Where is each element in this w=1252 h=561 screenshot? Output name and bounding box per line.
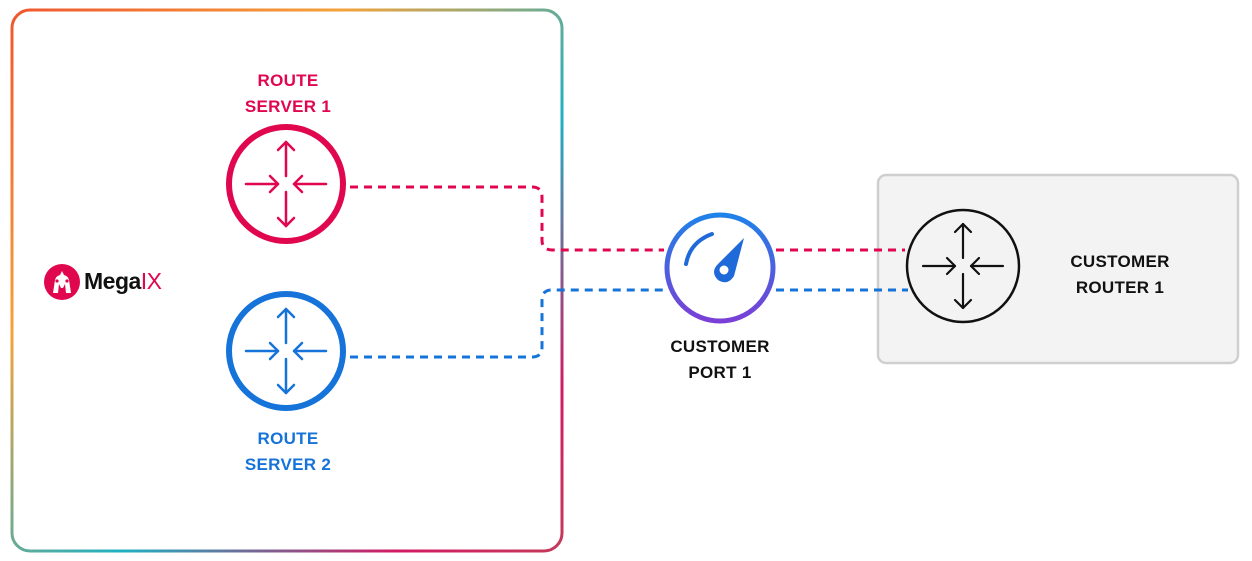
- logo-word-accent: IX: [140, 268, 162, 294]
- customer-port-1-label-line1: CUSTOMER: [670, 337, 770, 356]
- route-server-1-label-line1: ROUTE: [257, 71, 319, 90]
- link-route-server-1: [350, 185, 905, 252]
- route-server-2-label: ROUTE SERVER 2: [200, 426, 376, 478]
- route-server-2-label-line1: ROUTE: [257, 429, 319, 448]
- logo-word-main: Mega: [84, 268, 141, 294]
- megaport-logo-icon: [44, 264, 80, 300]
- customer-router-1-label-line1: CUSTOMER: [1070, 252, 1170, 271]
- customer-router-1-label: CUSTOMER ROUTER 1: [1040, 249, 1200, 301]
- route-server-1-label: ROUTE SERVER 1: [200, 68, 376, 120]
- megaix-logo: MegaIX: [84, 266, 162, 296]
- link-route-server-2: [350, 288, 908, 359]
- route-server-2-label-line2: SERVER 2: [244, 455, 332, 474]
- customer-port-1-label: CUSTOMER PORT 1: [630, 334, 810, 386]
- customer-router-1-label-line2: ROUTER 1: [1075, 278, 1165, 297]
- speedometer-icon: [664, 212, 776, 324]
- megaix-frame: [10, 8, 564, 553]
- route-server-1-label-line2: SERVER 1: [244, 97, 332, 116]
- customer-port-1-label-line2: PORT 1: [688, 363, 752, 382]
- router-icon: [905, 208, 1021, 324]
- router-icon: [226, 291, 346, 411]
- router-icon: [226, 124, 346, 244]
